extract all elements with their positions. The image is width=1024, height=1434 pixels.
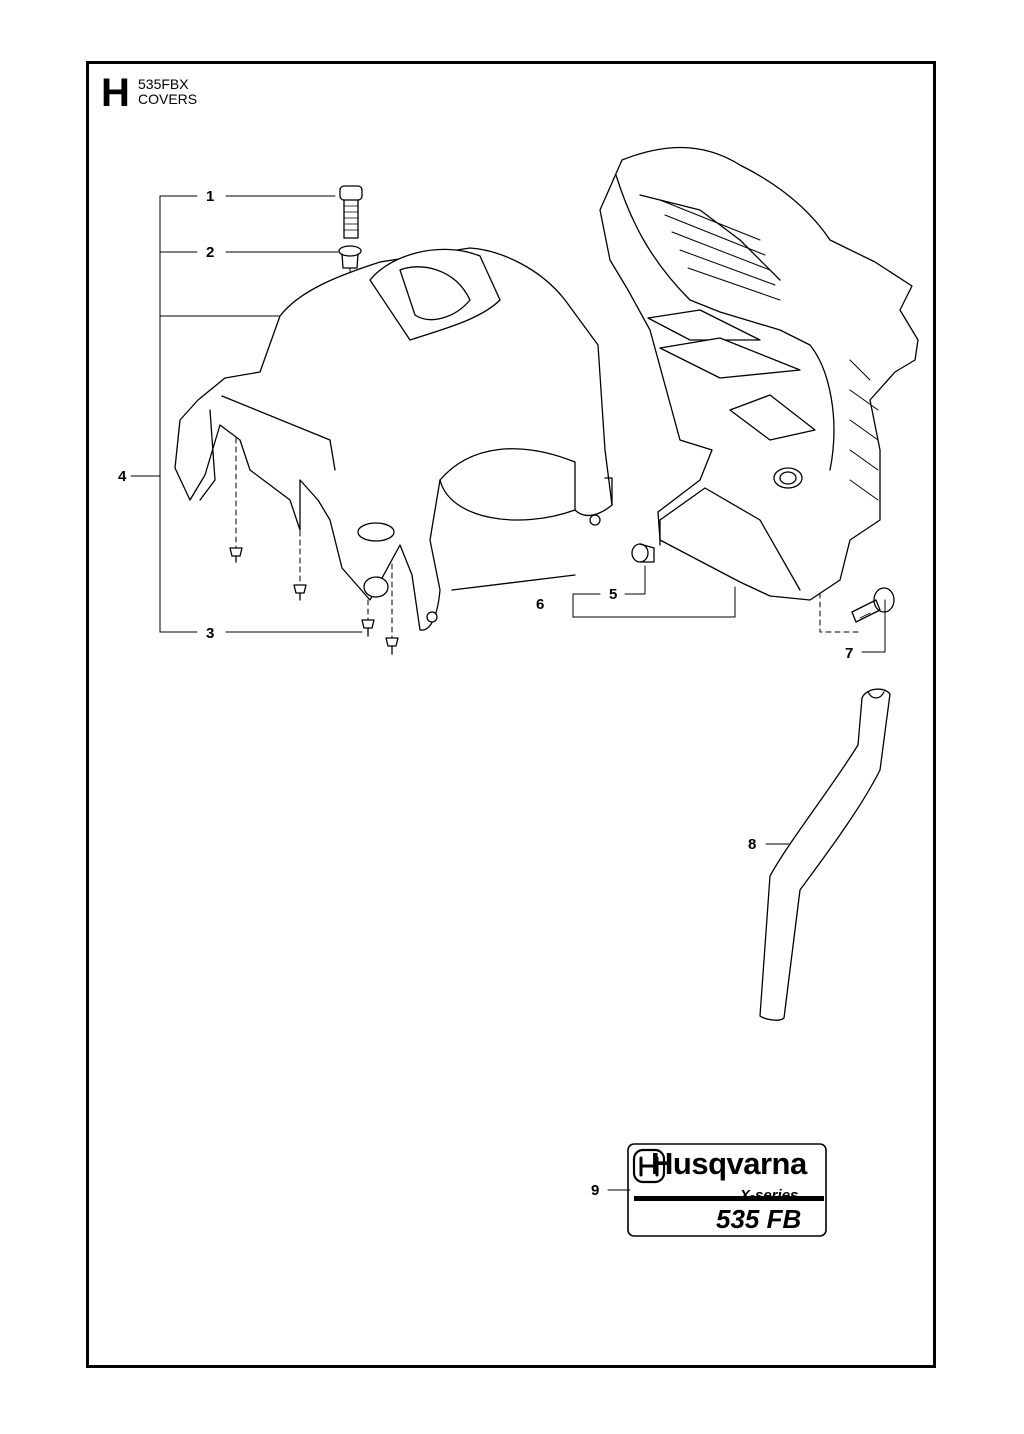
section-letter: H (101, 71, 130, 115)
callout-6: 6 (536, 596, 545, 613)
callout-2: 2 (206, 244, 215, 261)
part-1-screw (339, 185, 363, 239)
decal-series: X-series (740, 1187, 799, 1204)
callout-7: 7 (845, 645, 854, 662)
decal-brand: Husqvarna (651, 1146, 807, 1181)
part-6-fan-housing (599, 146, 919, 601)
part-4-cylinder-cover (174, 247, 613, 631)
callout-4: 4 (118, 468, 127, 485)
part-2-bushing (338, 245, 362, 269)
callout-8: 8 (748, 836, 757, 853)
part-5-plug (631, 543, 655, 563)
callout-1: 1 (206, 188, 215, 205)
part-9-decal (627, 1143, 827, 1237)
callout-5: 5 (609, 586, 618, 603)
part-3-screws (229, 547, 399, 655)
decal-model: 535 FB (716, 1204, 802, 1234)
page-frame (86, 61, 936, 1368)
model-name: 535FBX (138, 76, 189, 92)
callout-3: 3 (206, 625, 215, 642)
part-7-bolt (851, 587, 895, 623)
section-title: COVERS (138, 91, 198, 107)
part-8-strip (759, 688, 891, 1021)
callout-9: 9 (591, 1182, 600, 1199)
